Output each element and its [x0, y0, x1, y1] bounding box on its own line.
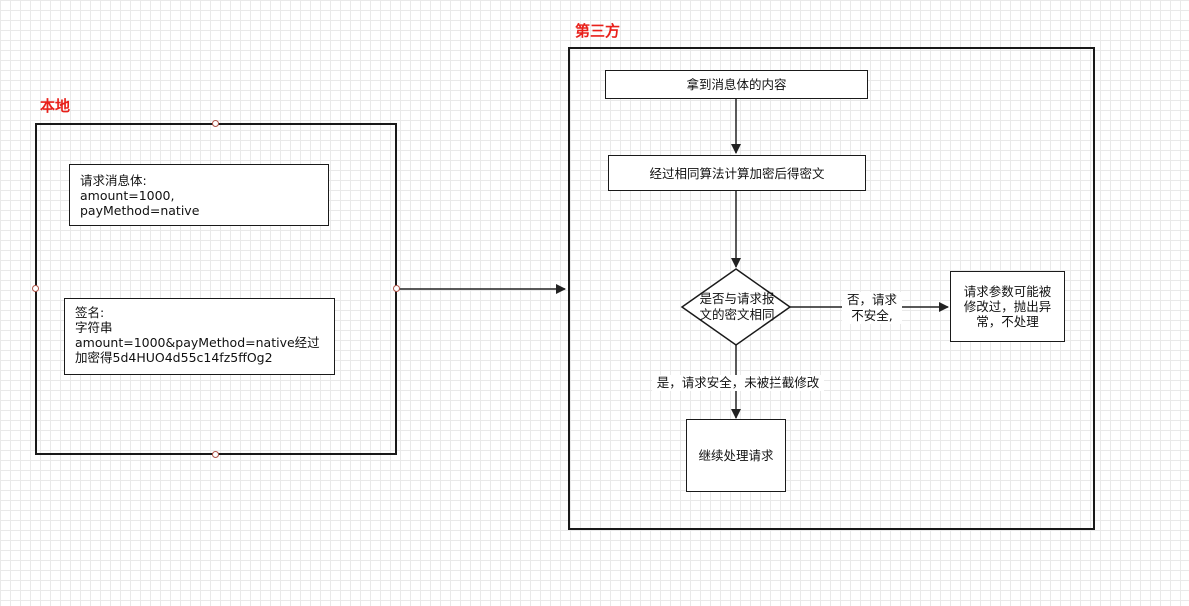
continue-box: 继续处理请求 [686, 419, 786, 492]
no-branch-label: 否，请求 不安全, [842, 292, 902, 324]
resize-handle-top[interactable] [212, 120, 219, 127]
decision-diamond [680, 268, 792, 346]
local-group-title: 本地 [40, 97, 71, 115]
resize-handle-right[interactable] [393, 285, 400, 292]
request-body-box: 请求消息体: amount=1000, payMethod=native [69, 164, 329, 226]
signature-box: 签名: 字符串 amount=1000&payMethod=native经过 加… [64, 298, 335, 375]
reject-box: 请求参数可能被 修改过，抛出异 常，不处理 [950, 271, 1065, 342]
third-party-group-title: 第三方 [575, 22, 621, 40]
resize-handle-bottom[interactable] [212, 451, 219, 458]
get-body-box: 拿到消息体的内容 [605, 70, 868, 99]
resize-handle-left[interactable] [32, 285, 39, 292]
third-party-frame [568, 47, 1095, 530]
decision-label: 是否与请求报 文的密文相同 [699, 291, 775, 322]
yes-branch-label: 是，请求安全，未被拦截修改 [652, 375, 824, 391]
compute-cipher-box: 经过相同算法计算加密后得密文 [608, 155, 866, 191]
